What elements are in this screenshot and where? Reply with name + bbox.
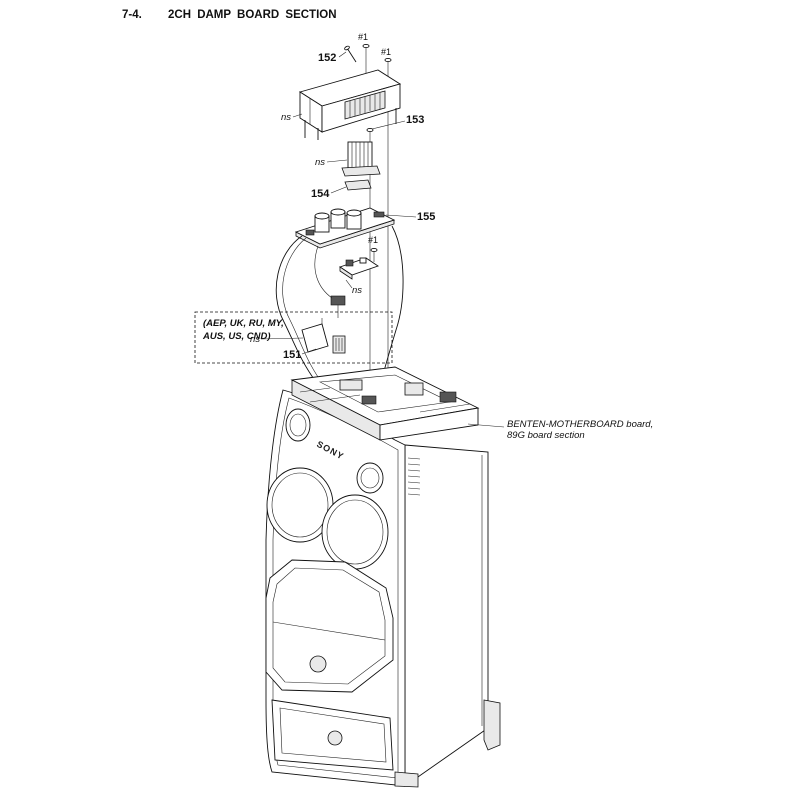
left-tweeter: [285, 408, 311, 442]
leader-line: [338, 51, 347, 58]
leader-line: [467, 423, 505, 428]
bracket-152: [298, 69, 402, 140]
cable: [282, 237, 321, 381]
screw-group: [344, 43, 392, 253]
section-number: 7-4.: [122, 9, 142, 21]
leader-line: [301, 348, 317, 355]
ns-label: ns: [281, 112, 291, 123]
lower-speaker-panel: [265, 559, 394, 693]
part-label-155: 155: [417, 211, 435, 223]
leader-line: [371, 120, 406, 130]
screw-head-icon: [370, 247, 378, 253]
capacitor-top: [346, 209, 362, 217]
right-woofer: [321, 494, 389, 570]
cables: [275, 225, 404, 387]
motherboard-note-line: 89G board section: [507, 430, 585, 441]
capacitor-top: [330, 208, 346, 216]
screw-label: #1: [381, 47, 391, 57]
screw-152-shaft: [346, 47, 357, 63]
sub-board-connector: [345, 259, 354, 267]
ns-label: ns: [315, 157, 325, 168]
sub-board: [338, 257, 380, 280]
rear-foot: [483, 699, 501, 751]
region-note-line: (AEP, UK, RU, MY,: [203, 318, 284, 329]
left-tweeter-ring: [289, 413, 307, 437]
heatsink-base: [341, 165, 381, 177]
heatsink-153: [341, 141, 381, 177]
leader-line: [385, 214, 417, 218]
screw-head-icon: [366, 127, 374, 133]
cable-connector: [330, 295, 346, 318]
right-tweeter-ring: [360, 467, 380, 489]
lower-panel-divider: [272, 621, 386, 641]
part-label-153: 153: [406, 114, 424, 126]
top-unit-connector: [361, 395, 377, 405]
right-woofer-ring: [326, 499, 384, 565]
front-foot: [394, 771, 419, 788]
top-unit-wiring: [299, 387, 471, 413]
part-label-151: 151: [283, 349, 301, 361]
leader-line: [345, 279, 353, 289]
plate-154: [344, 179, 372, 191]
lower-grille-icon: [309, 655, 327, 673]
capacitor-top: [314, 212, 330, 220]
screw-label: #1: [368, 235, 378, 245]
leader-line: [292, 113, 303, 118]
left-woofer-ring: [271, 472, 329, 538]
part-label-154: 154: [311, 188, 330, 200]
top-unit-module: [404, 382, 424, 396]
screw-head-icon: [384, 57, 392, 63]
screw-head-icon: [362, 43, 370, 49]
part-151-pins: [335, 338, 343, 351]
leader-line: [326, 159, 348, 163]
bracket-fins: [349, 93, 381, 117]
side-vent-slots: [407, 457, 421, 496]
screw-label: #1: [358, 32, 368, 42]
bottom-drawer-inner: [279, 707, 387, 763]
ns-label: ns: [352, 285, 362, 296]
section-title: 2CH DAMP BOARD SECTION: [168, 9, 337, 21]
speaker-side-panel: [404, 444, 489, 787]
part-label-152: 152: [318, 52, 336, 64]
speaker-tower: SONY: [265, 366, 501, 788]
leader-line: [260, 337, 304, 340]
lower-panel-inner-ring: [272, 567, 386, 685]
cable: [379, 225, 404, 387]
part-151-sheet: [301, 323, 329, 353]
connector-block: [330, 295, 346, 306]
bottom-grille-icon: [327, 730, 343, 746]
heatsink-fins: [351, 142, 369, 169]
sub-board-component: [359, 257, 367, 264]
region-dashed-box: [194, 311, 393, 364]
cable: [275, 235, 317, 383]
part-151: [301, 318, 346, 354]
board-connector: [373, 211, 385, 218]
leader-line: [330, 186, 347, 194]
top-unit-connector: [439, 391, 457, 403]
right-tweeter: [356, 462, 384, 494]
ns-label: ns: [250, 334, 260, 345]
top-unit-module: [339, 379, 363, 391]
damp-board-155: [294, 207, 396, 249]
board-connector: [305, 229, 315, 236]
sub-board-edge: [339, 266, 353, 280]
screw-152-head-icon: [344, 45, 350, 51]
region-note-line: AUS, US, CND): [202, 331, 271, 342]
motherboard-note-line: BENTEN-MOTHERBOARD board,: [507, 419, 653, 430]
cable: [314, 245, 333, 299]
